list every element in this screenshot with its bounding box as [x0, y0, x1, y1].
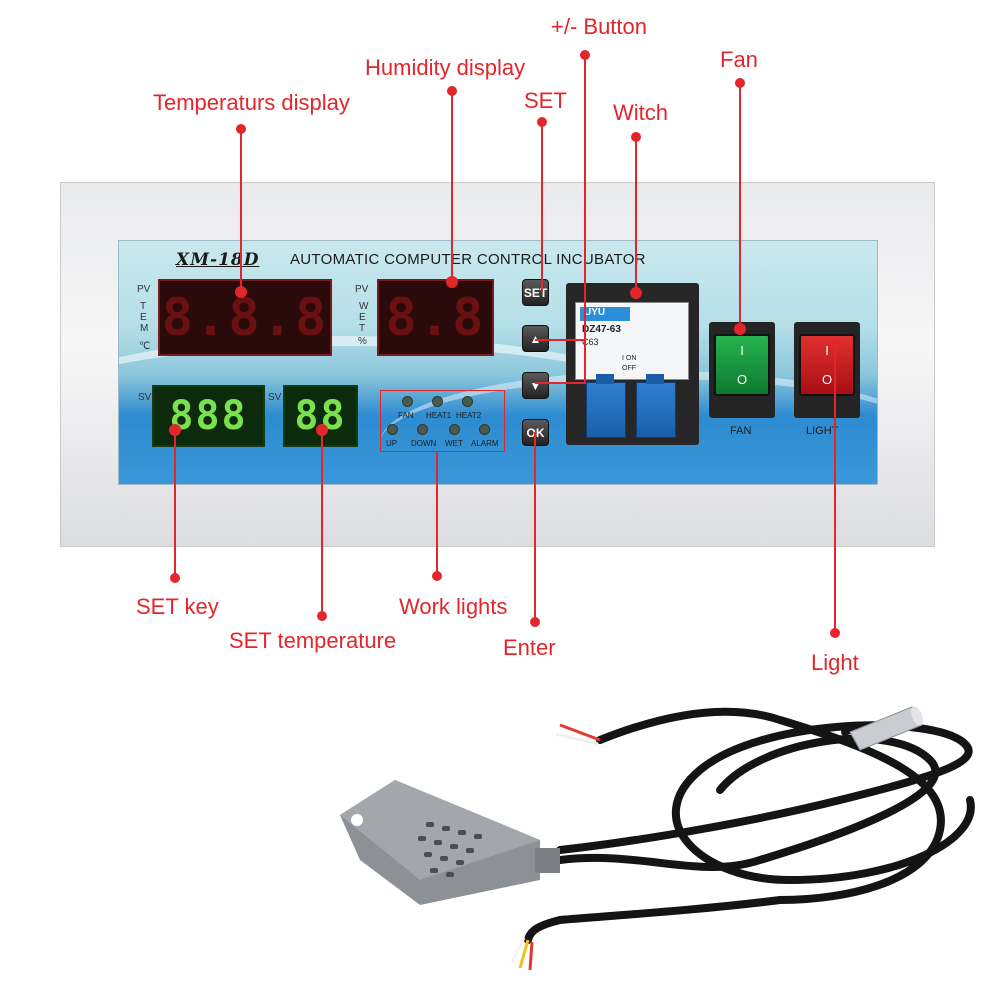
led-fan: [402, 396, 413, 407]
breaker-on-label: I ON: [622, 355, 637, 362]
set-temperature-digits: 888: [169, 393, 248, 439]
led-wet: [449, 424, 460, 435]
temp-side-m: M: [140, 323, 149, 334]
callout-witch: Witch: [613, 100, 668, 125]
sv-label-temp: SV: [138, 392, 152, 403]
temp-side-t: T: [140, 301, 147, 312]
sensor-cables: [524, 707, 975, 944]
pv-label-hum: PV: [355, 284, 369, 295]
breaker-face: UYU DZ47-63 C63 I ON OFF: [575, 302, 689, 380]
wire-tips: [510, 723, 601, 971]
work-lights-box: [380, 390, 505, 452]
model-label: XM-18D: [176, 250, 260, 270]
callout-set-temperature: SET temperature: [229, 628, 397, 653]
dot-set: [537, 117, 547, 127]
temperature-digits: 8.8.8: [161, 287, 329, 348]
set-humidity-display: 88: [283, 385, 358, 447]
callout-set: SET: [524, 88, 567, 113]
callout-humidity-display: Humidity display: [365, 55, 526, 80]
breaker-lever-left: [596, 374, 614, 384]
temperature-probe: [849, 706, 923, 751]
dot-fan: [735, 78, 745, 88]
humidity-sensor: [340, 780, 560, 905]
breaker-toggle-right[interactable]: [636, 382, 676, 438]
temp-side-unit: ℃: [139, 341, 151, 352]
dot-set-key: [170, 573, 180, 583]
dot-witch-end: [630, 287, 642, 299]
led-label-heat1: HEAT1: [426, 411, 452, 420]
set-button[interactable]: SET: [522, 279, 549, 306]
breaker-model: DZ47-63: [582, 324, 621, 335]
sensor-vents: [418, 822, 482, 877]
dot-set-temperature: [317, 611, 327, 621]
callout-enter: Enter: [503, 635, 556, 660]
breaker-toggle-left[interactable]: [586, 382, 626, 438]
pv-label-temp: PV: [137, 284, 151, 295]
temp-side-e: E: [140, 312, 147, 323]
breaker-off-label: OFF: [622, 365, 636, 372]
callout-fan: Fan: [720, 47, 758, 72]
breaker-brand: UYU: [580, 307, 630, 321]
up-button[interactable]: ▲: [522, 325, 549, 352]
led-alarm: [479, 424, 490, 435]
dot-light: [830, 628, 840, 638]
callout-plus-minus-button: +/- Button: [551, 14, 648, 39]
humidity-digits: 8.8: [385, 287, 486, 348]
light-switch[interactable]: I O: [799, 334, 855, 396]
dot-light-start: [830, 340, 840, 350]
dot-humidity-display: [447, 86, 457, 96]
panel-title: AUTOMATIC COMPUTER CONTROL INCUBATOR: [290, 251, 646, 268]
dot-fan-end: [734, 323, 746, 335]
down-button[interactable]: ▼: [522, 372, 549, 399]
light-switch-on: I: [825, 343, 829, 358]
breaker-rating: C63: [582, 337, 599, 347]
sv-label-hum: SV: [268, 392, 282, 403]
dot-humidity-display-end: [446, 276, 458, 288]
wet-side-w: W: [359, 301, 369, 312]
led-up: [387, 424, 398, 435]
fan-switch-on: I: [740, 343, 744, 358]
set-temperature-display: 888: [152, 385, 265, 447]
fan-switch[interactable]: I O: [714, 334, 770, 396]
led-heat2: [462, 396, 473, 407]
led-label-down: DOWN: [411, 439, 437, 448]
fan-switch-off: O: [736, 372, 748, 387]
dot-plus-minus: [580, 50, 590, 60]
wet-side-unit: %: [358, 336, 367, 347]
wet-side-e: E: [359, 312, 366, 323]
callout-set-key: SET key: [136, 594, 219, 619]
dot-temperature-display: [236, 124, 246, 134]
light-switch-label: LIGHT: [806, 425, 839, 437]
light-switch-off: O: [821, 372, 833, 387]
dot-set-key-start: [169, 424, 181, 436]
led-label-wet: WET: [445, 439, 463, 448]
led-label-heat2: HEAT2: [456, 411, 482, 420]
led-heat1: [432, 396, 443, 407]
led-down: [417, 424, 428, 435]
dot-enter: [530, 617, 540, 627]
led-label-fan: FAN: [398, 411, 414, 420]
callout-temperature-display: Temperaturs display: [153, 90, 350, 115]
wet-side-t: T: [359, 323, 366, 334]
callout-light: Light: [811, 650, 859, 675]
fan-switch-label: FAN: [730, 425, 752, 437]
led-label-alarm: ALARM: [471, 439, 499, 448]
humidity-display: 8.8: [377, 279, 494, 356]
led-label-up: UP: [386, 439, 398, 448]
dot-work-lights: [432, 571, 442, 581]
breaker-lever-right: [646, 374, 664, 384]
line-minus-button: [535, 340, 586, 384]
dot-witch: [631, 132, 641, 142]
dot-set-temp-start: [316, 424, 328, 436]
dot-temperature-display-end: [235, 286, 247, 298]
callout-work-lights: Work lights: [399, 594, 508, 619]
